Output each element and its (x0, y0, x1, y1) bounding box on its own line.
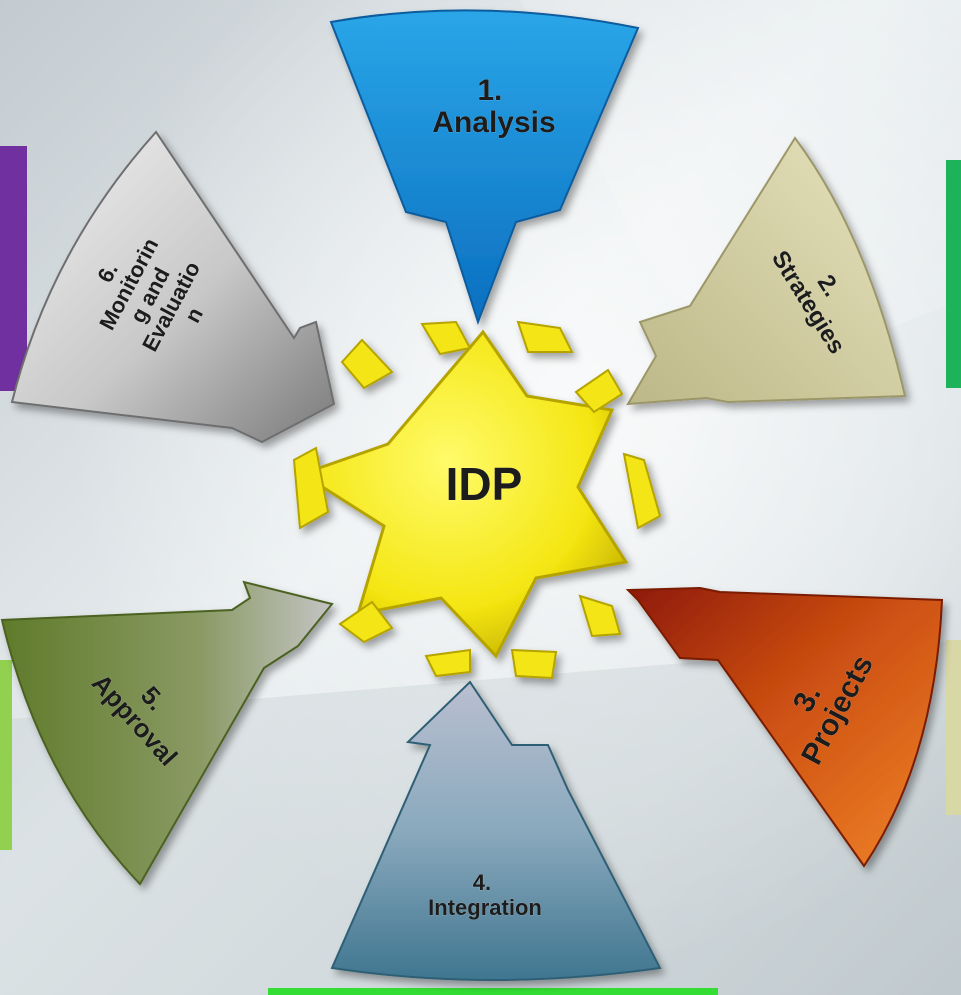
step-analysis-line-2: Analysis (432, 106, 555, 139)
step-monitoring-arrow (10, 130, 336, 444)
center-tab-right (622, 452, 662, 530)
center-tab-left-top (340, 338, 394, 390)
center-tab-right-top (574, 368, 624, 414)
side-bar-khaki (946, 640, 961, 815)
step-projects: 3. Projects (625, 586, 944, 868)
center-tab-top-left (420, 320, 472, 356)
step-approval: 5. Approval (0, 580, 334, 886)
center-tab-left-bottom (338, 600, 394, 644)
step-monitoring: 6. Monitorin g and Evaluatio n (10, 130, 336, 444)
step-analysis: 1. Analysis (329, 9, 640, 326)
step-approval-arrow (0, 580, 334, 886)
center-tab-right-bottom (578, 594, 622, 638)
step-integration-line-2: Integration (428, 895, 542, 920)
step-strategies: 2. Strategies (626, 136, 907, 406)
step-integration-line-1: 4. (473, 870, 491, 895)
step-analysis-arrow (329, 9, 640, 326)
step-analysis-line-1: 1. (477, 74, 502, 107)
side-bar-green (946, 160, 961, 388)
step-integration: 4. Integration (330, 680, 662, 981)
center-tab-bottom-right (510, 648, 558, 680)
center-tab-bottom-left (424, 648, 471, 678)
side-bar-lime (0, 660, 12, 850)
step-analysis-label: 1. Analysis (432, 74, 555, 139)
center-idp-label: IDP (446, 458, 523, 510)
side-bar-purple (0, 146, 27, 391)
step-strategies-arrow (626, 136, 907, 406)
step-integration-arrow (330, 680, 662, 981)
center-tab-left (292, 446, 330, 530)
center-tab-top-right (516, 320, 574, 353)
bottom-bar-green (268, 988, 718, 995)
step-projects-arrow (625, 586, 944, 868)
step-integration-label: 4. Integration (428, 870, 542, 920)
center-idp: IDP (292, 320, 662, 680)
